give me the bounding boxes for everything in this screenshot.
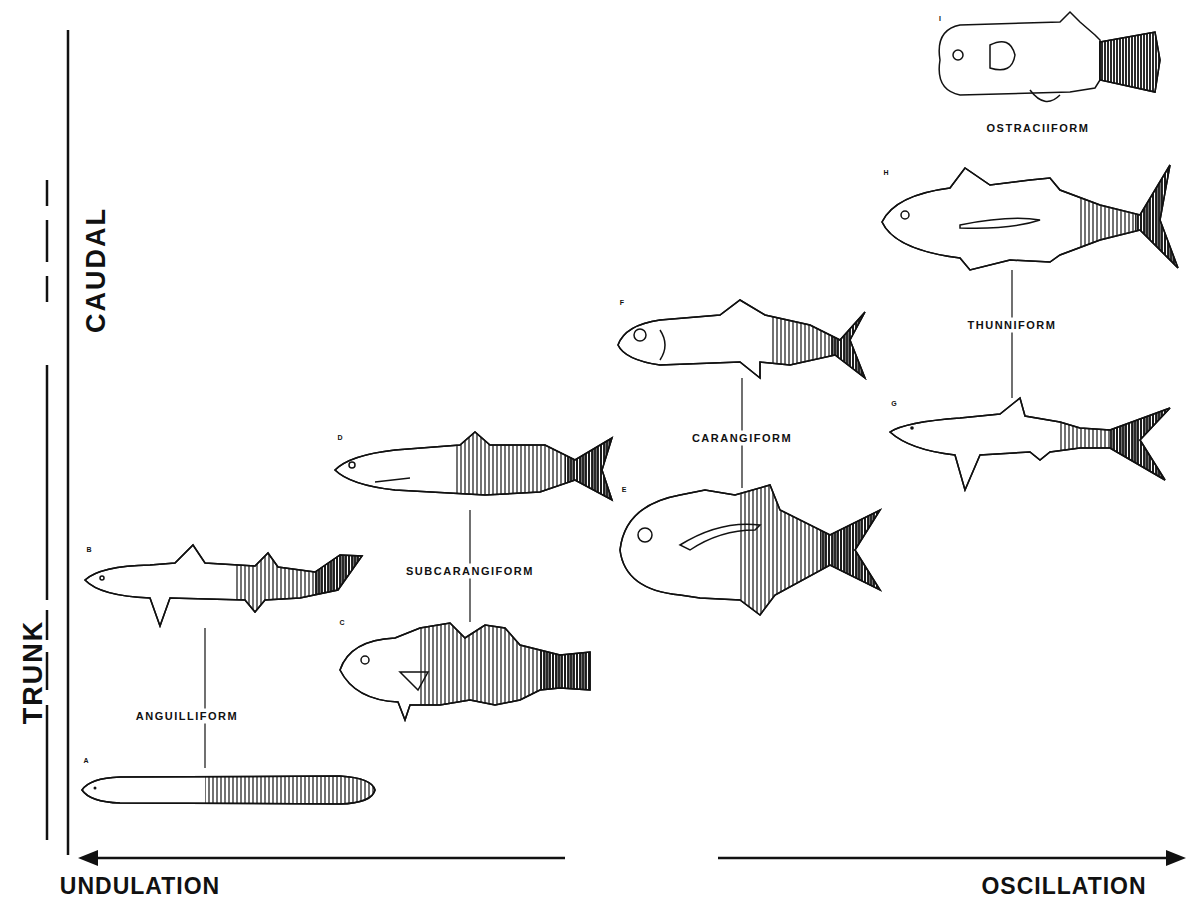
group-label: OSTRACIIFORM <box>987 123 1090 134</box>
group-label: ANGUILLIFORM <box>132 709 242 724</box>
figure-letter: F <box>620 299 624 306</box>
figure-letter: G <box>891 400 896 407</box>
figure-letter: C <box>339 619 344 626</box>
figure-letter: D <box>337 434 342 441</box>
axis-label: UNDULATION <box>60 875 220 898</box>
figure-letter: H <box>883 169 888 176</box>
figure-letter: A <box>83 757 88 764</box>
axis-label: TRUNK <box>20 620 47 725</box>
group-label: THUNNIFORM <box>964 318 1061 333</box>
group-label: CARANGIFORM <box>688 431 796 446</box>
figure-letter: B <box>86 546 91 553</box>
figure-letter: I <box>939 15 941 22</box>
group-label: SUBCARANGIFORM <box>402 564 538 579</box>
axis-label: CAUDAL <box>83 207 110 333</box>
figure-letter: E <box>622 486 627 493</box>
axis-label: OSCILLATION <box>981 875 1146 898</box>
